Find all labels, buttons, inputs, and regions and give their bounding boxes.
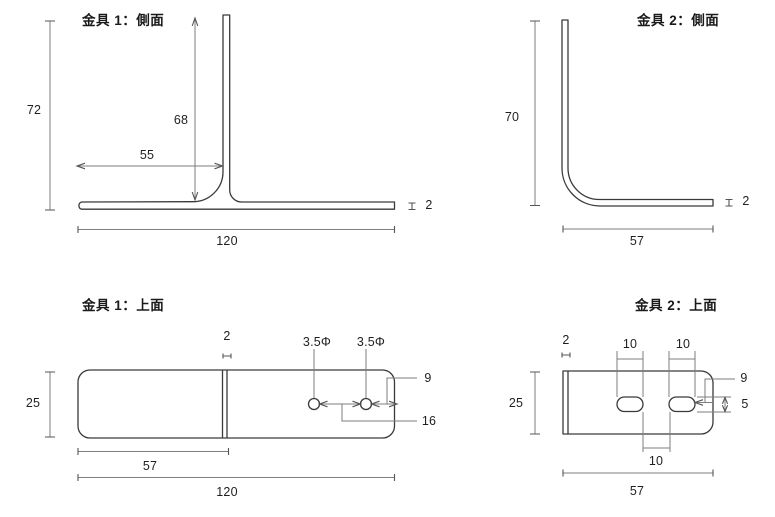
dim-label-57: 57: [142, 458, 158, 473]
dim-label-thickness-2: 2: [742, 193, 750, 208]
dim-label-bend-2: 2: [562, 332, 570, 347]
bracket1-side-outline: [78, 14, 396, 210]
dim-label-16: 16: [421, 413, 437, 428]
bracket1-top-view: [45, 349, 417, 481]
thickness-symbol: [725, 198, 733, 207]
bend-thickness-symbol: [561, 352, 571, 358]
dim-label-68: 68: [173, 112, 189, 127]
bend-line: [221, 370, 228, 438]
view-title-bracket1-top: 金具 1：上面: [82, 298, 165, 313]
view-title-bracket1-side: 金具 1：側面: [82, 13, 165, 28]
dim-label-25: 25: [25, 395, 41, 410]
dim-label-70: 70: [504, 109, 520, 124]
dim-label-hole-left: 3.5Φ: [302, 334, 332, 349]
view-title-bracket2-side: 金具 2：側面: [637, 13, 720, 28]
bracket2-side-view: [530, 19, 733, 233]
dim-label-9: 9: [424, 370, 432, 385]
dim-label-72: 72: [26, 102, 42, 117]
dim-label-9: 9: [740, 370, 748, 385]
view-title-bracket2-top: 金具 2：上面: [635, 298, 718, 313]
bracket1-side-view: [45, 14, 416, 233]
dim-label-120: 120: [216, 484, 238, 499]
dim-label-bend-2: 2: [223, 328, 231, 343]
dim-label-thickness-2: 2: [425, 197, 433, 212]
bracket2-side-outline: [561, 19, 714, 207]
slot-right: [668, 396, 696, 413]
thickness-symbol: [408, 202, 416, 211]
dim-label-120: 120: [216, 233, 238, 248]
bend-thickness-symbol: [222, 353, 232, 359]
dim-label-slot-right-10: 10: [675, 336, 691, 351]
dim-label-55: 55: [139, 147, 155, 162]
bracket2-top-view: [530, 351, 735, 477]
dim-label-hole-right: 3.5Φ: [356, 334, 386, 349]
dim-label-25: 25: [508, 395, 524, 410]
dim-label-gap-10: 10: [648, 453, 664, 468]
slot-left: [616, 396, 644, 413]
dim-label-slot-left-10: 10: [622, 336, 638, 351]
dim-label-57: 57: [629, 233, 645, 248]
dim-label-57: 57: [629, 483, 645, 498]
dim-label-5: 5: [741, 396, 749, 411]
bracket2-top-outline: [562, 370, 714, 435]
